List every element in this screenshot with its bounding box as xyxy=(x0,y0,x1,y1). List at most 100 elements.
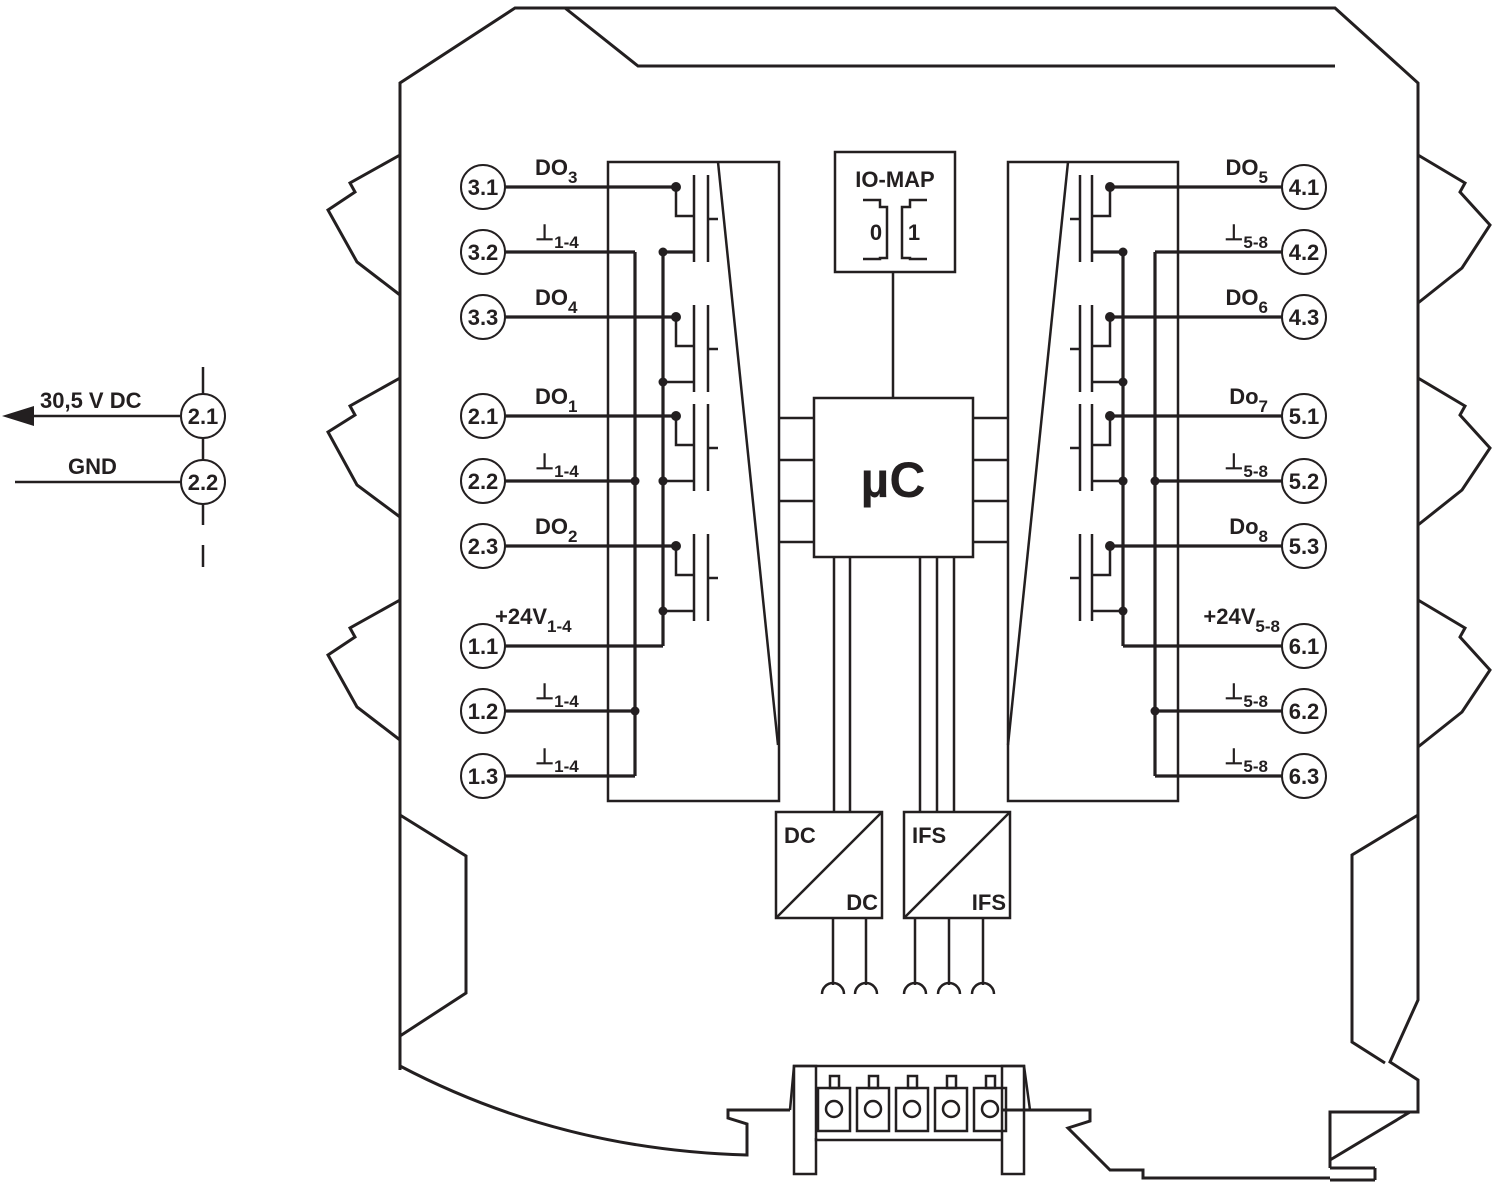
terminal-label-4.1: DO5 xyxy=(1226,155,1268,187)
junction-dot xyxy=(1118,377,1128,387)
bus-contact xyxy=(816,1074,852,1133)
terminal-label-2.1: DO1 xyxy=(535,384,577,416)
terminal-id: 2.2 xyxy=(468,469,499,494)
terminal-6.3[interactable] xyxy=(1281,753,1327,799)
terminal-label-2.2: ⊥1-4 xyxy=(535,449,579,481)
terminal-id: 1.1 xyxy=(468,634,499,659)
terminal-1.2[interactable] xyxy=(460,688,506,734)
io-map-switch[interactable] xyxy=(863,198,927,261)
junction-dot xyxy=(671,182,681,192)
bus-contact xyxy=(933,1074,969,1133)
supply-terminal[interactable] xyxy=(180,393,226,439)
terminal-2.1[interactable] xyxy=(460,393,506,439)
terminal-6.2[interactable] xyxy=(1281,688,1327,734)
terminal-label-5.2: ⊥5-8 xyxy=(1224,449,1268,481)
terminal-id: 3.2 xyxy=(468,240,499,265)
mosfet-icon xyxy=(663,404,718,491)
io-map-title: IO-MAP xyxy=(855,167,934,192)
terminal-6.1[interactable] xyxy=(1281,623,1327,669)
terminal-id: 3.1 xyxy=(468,175,499,200)
junction-dot xyxy=(1105,312,1115,322)
junction-dot xyxy=(671,411,681,421)
terminal-label-4.2: ⊥5-8 xyxy=(1224,220,1268,252)
ifs-contact-icon xyxy=(936,981,962,995)
terminal-3.2[interactable] xyxy=(460,229,506,275)
junction-dot xyxy=(1118,247,1128,257)
terminal-4.3[interactable] xyxy=(1281,294,1327,340)
junction-dot xyxy=(1105,541,1115,551)
bus-contact xyxy=(855,1074,891,1133)
mosfet-icon xyxy=(663,175,718,262)
terminal-label-6.1: +24V5-8 xyxy=(1203,604,1280,636)
terminal-3.1[interactable] xyxy=(460,164,506,210)
junction-dot xyxy=(1105,182,1115,192)
junction-dot xyxy=(671,541,681,551)
dc-contact-icon xyxy=(853,981,879,995)
ifs-contact-icon xyxy=(902,981,928,995)
bus-connector xyxy=(788,1064,1032,1176)
microcontroller-block: µC xyxy=(779,396,1008,812)
supply-voltage-label: 30,5 V DC xyxy=(40,388,142,413)
microcontroller-label: µC xyxy=(861,452,926,508)
terminal-2.2[interactable] xyxy=(460,458,506,504)
mosfet-icon xyxy=(1070,534,1123,621)
terminal-5.1[interactable] xyxy=(1281,393,1327,439)
terminal-2.3[interactable] xyxy=(460,523,506,569)
dc-converter-bottom-label: DC xyxy=(846,890,878,915)
terminal-label-3.1: DO3 xyxy=(535,155,577,187)
junction-dot xyxy=(658,247,668,257)
terminal-label-5.1: Do7 xyxy=(1229,384,1268,416)
gnd-terminal[interactable] xyxy=(180,459,226,505)
terminal-id: 5.3 xyxy=(1289,534,1320,559)
junction-dot xyxy=(658,476,668,486)
terminal-id: 3.3 xyxy=(468,305,499,330)
terminal-id: 6.2 xyxy=(1289,699,1320,724)
terminal-label-3.3: DO4 xyxy=(535,285,578,317)
mosfet-icon xyxy=(1070,305,1123,392)
junction-dot xyxy=(671,312,681,322)
gnd-label: GND xyxy=(68,454,117,479)
terminal-label-1.3: ⊥1-4 xyxy=(535,744,579,776)
mosfet-icon xyxy=(663,305,718,392)
terminal-id: 2.3 xyxy=(468,534,499,559)
dc-converter-top-label: DC xyxy=(784,823,816,848)
terminal-5.3[interactable] xyxy=(1281,523,1327,569)
junction-dot xyxy=(1105,411,1115,421)
terminal-3.3[interactable] xyxy=(460,294,506,340)
io-map-position-1: 1 xyxy=(908,220,920,245)
terminal-label-6.3: ⊥5-8 xyxy=(1224,744,1268,776)
terminal-label-3.2: ⊥1-4 xyxy=(535,220,579,252)
terminal-label-6.2: ⊥5-8 xyxy=(1224,679,1268,711)
terminal-label-5.3: Do8 xyxy=(1229,514,1268,546)
junction-dot xyxy=(658,377,668,387)
junction-dot xyxy=(1118,476,1128,486)
supply-bus xyxy=(1092,250,1125,646)
terminal-1.1[interactable] xyxy=(460,623,506,669)
ifs-contact-icon xyxy=(970,981,996,995)
terminal-id: 4.3 xyxy=(1289,305,1320,330)
terminal-id: 1.2 xyxy=(468,699,499,724)
terminal-id: 4.1 xyxy=(1289,175,1320,200)
terminal-label-2.3: DO2 xyxy=(535,514,577,546)
terminal-4.2[interactable] xyxy=(1281,229,1327,275)
terminal-id: 1.3 xyxy=(468,764,499,789)
terminal-label-1.1: +24V1-4 xyxy=(495,604,572,636)
supply-bus xyxy=(661,250,694,646)
terminal-5.2[interactable] xyxy=(1281,458,1327,504)
bus-contact xyxy=(894,1074,930,1133)
io-map-block: IO-MAP 0 1 xyxy=(833,150,957,398)
io-map-position-0: 0 xyxy=(870,220,882,245)
terminal-id: 4.2 xyxy=(1289,240,1320,265)
arrow-left-icon xyxy=(2,406,34,426)
ifs-converter-top-label: IFS xyxy=(912,823,946,848)
terminal-id: 6.1 xyxy=(1289,634,1320,659)
ifs-converter-bottom-label: IFS xyxy=(972,890,1006,915)
terminal-4.1[interactable] xyxy=(1281,164,1327,210)
terminal-id: 5.2 xyxy=(1289,469,1320,494)
dc-dc-converter-block: DC DC xyxy=(774,810,884,995)
terminal-id: 2.1 xyxy=(468,404,499,429)
dc-contact-icon xyxy=(820,981,846,995)
terminal-1.3[interactable] xyxy=(460,753,506,799)
bus-contact xyxy=(972,1074,1008,1133)
